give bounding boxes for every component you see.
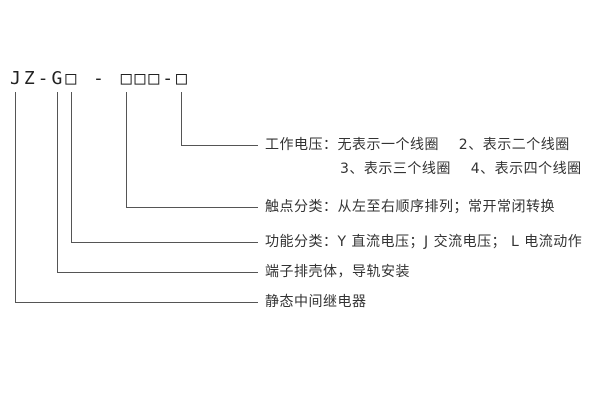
callout-label-working-voltage: 工作电压：无表示一个线圈 2、表示二个线圈 [265,137,570,153]
connector-hline-function-class [71,242,258,243]
connector-vline-relay-type [15,92,16,302]
connector-hline-contact-class [126,207,258,208]
connector-vline-contact-class [126,92,127,207]
callout-label-relay-type: 静态中间继电器 [265,294,367,310]
connector-hline-relay-type [15,302,258,303]
callout-label-function-class: 功能分类：Y 直流电压；J 交流电压； L 电流动作 [265,234,583,250]
connector-vline-function-class [71,92,72,242]
callout-label-working-voltage-line2: 3、表示三个线圈 4、表示四个线圈 [340,161,582,177]
callout-label-housing: 端子排壳体，导轨安装 [265,264,410,280]
connector-vline-housing [57,92,58,272]
connector-vline-working-voltage [181,92,182,145]
connector-hline-housing [57,272,258,273]
model-code: JZ-G□ - □□□-□ [10,68,190,89]
connector-hline-working-voltage [181,145,258,146]
callout-label-contact-class: 触点分类：从左至右顺序排列；常开常闭转换 [265,199,555,215]
